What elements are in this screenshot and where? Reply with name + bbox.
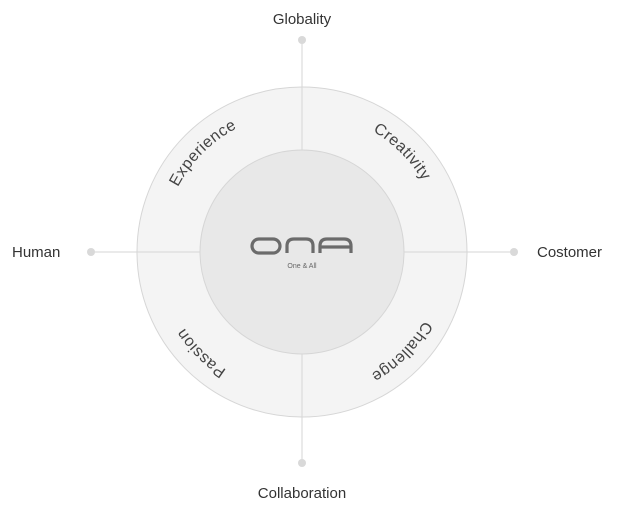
center-subtitle: One & All bbox=[287, 263, 317, 270]
dot-right bbox=[510, 248, 518, 256]
logo-letter-o bbox=[250, 237, 282, 255]
logo-letter-a bbox=[318, 237, 353, 253]
axis-label-bottom: Collaboration bbox=[258, 485, 346, 502]
ona-logo bbox=[250, 237, 353, 255]
dot-top bbox=[298, 36, 306, 44]
inner-circle bbox=[199, 149, 405, 355]
axis-label-left: Human bbox=[12, 244, 60, 261]
axis-label-top: Globality bbox=[273, 11, 332, 28]
dot-left bbox=[87, 248, 95, 256]
axis-label-right: Costomer bbox=[537, 244, 602, 261]
dot-bottom bbox=[298, 459, 306, 467]
logo-letter-n bbox=[285, 237, 315, 253]
